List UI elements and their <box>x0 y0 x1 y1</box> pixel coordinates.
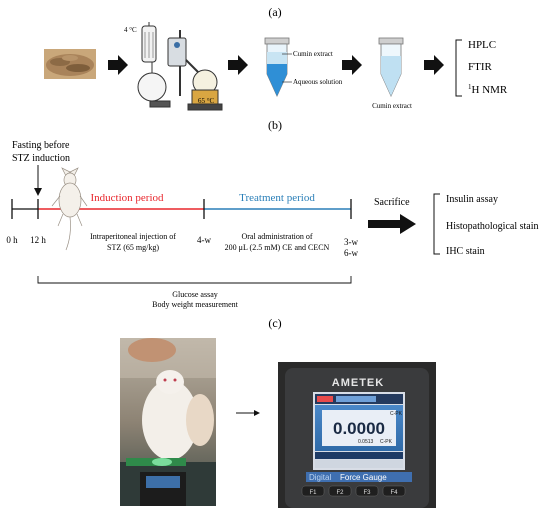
arrow-right-icon <box>108 55 128 75</box>
separation-tube-icon <box>264 37 290 97</box>
gauge-key-f2: F2 <box>336 490 344 496</box>
injection-label-2: STZ (65 mg/kg) <box>107 243 159 252</box>
analysis-hplc: HPLC <box>468 39 496 51</box>
panel-label-b: (b) <box>268 118 282 132</box>
glucose-bracket <box>37 276 352 284</box>
panel-label-c: (c) <box>268 316 281 330</box>
treatment-label: Treatment period <box>239 192 315 204</box>
gauge-key-f4: F4 <box>390 490 398 496</box>
sacrifice-label: Sacrifice <box>374 197 410 208</box>
arrow-right-icon <box>424 55 444 75</box>
tick-label-6w: 6-w <box>344 248 358 258</box>
gauge-mode: C-PK <box>390 411 403 417</box>
analysis-ftir: FTIR <box>468 61 493 73</box>
arrow-right-icon <box>342 55 362 75</box>
glucose-label-1: Glucose assay <box>172 290 218 299</box>
rotary-evaporator-icon <box>137 22 223 111</box>
tube1-bottom-label: Aqueous solution <box>293 78 343 86</box>
gauge-reading: 0.0000 <box>333 419 385 438</box>
gauge-brand: AMETEK <box>332 377 384 389</box>
tick-label-3w: 3-w <box>344 237 358 247</box>
fasting-label-2: STZ induction <box>12 153 70 164</box>
arrow-right-icon <box>236 410 260 416</box>
panel-label-a: (a) <box>268 5 281 19</box>
gauge-screen <box>313 392 405 470</box>
arrow-down-icon <box>34 165 42 196</box>
gauge-sub-reading: 0.0513 <box>358 439 374 445</box>
glucose-label-2: Body weight measurement <box>152 300 239 309</box>
analysis-bracket <box>455 39 462 97</box>
gauge-key-f1: F1 <box>309 490 317 496</box>
oral-label-1: Oral administration of <box>241 232 312 241</box>
assay-ihc: IHC stain <box>446 246 485 257</box>
tube2-label: Cumin extract <box>372 102 412 110</box>
cumin-extract-tube-icon <box>378 37 404 97</box>
temp-hot: 65 °C <box>198 97 215 105</box>
gauge-footer-force: Force Gauge <box>340 473 387 482</box>
gauge-key-f3: F3 <box>363 490 371 496</box>
assay-histopathological: Histopathological stain <box>446 221 539 232</box>
fasting-label-1: Fasting before <box>12 140 70 151</box>
tick-label-12h: 12 h <box>30 235 46 245</box>
arrow-right-icon <box>368 214 416 234</box>
gauge-sub-mode: C-PK <box>380 439 393 445</box>
mouse-icon <box>51 167 88 251</box>
temp-cold: 4 °C <box>124 26 137 34</box>
rat-grip-photo <box>120 338 216 506</box>
cumin-seeds-photo <box>44 49 96 79</box>
arrow-right-icon <box>228 55 248 75</box>
induction-label: Induction period <box>90 192 164 204</box>
injection-label-1: Intraperitoneal injection of <box>90 232 176 241</box>
gauge-keys <box>301 485 406 497</box>
tube1-top-label: Cumin extract <box>293 50 333 58</box>
gauge-footer-digital: Digital <box>309 473 331 482</box>
analysis-nmr: 1H NMR <box>468 83 508 96</box>
assay-insulin: Insulin assay <box>446 194 498 205</box>
oral-label-2: 200 μL (2.5 mM) CE and CECN <box>225 243 330 252</box>
assay-bracket <box>433 193 440 255</box>
tick-label-0h: 0 h <box>6 235 18 245</box>
gauge-footer <box>306 472 412 482</box>
tick-label-4w: 4-w <box>197 235 211 245</box>
